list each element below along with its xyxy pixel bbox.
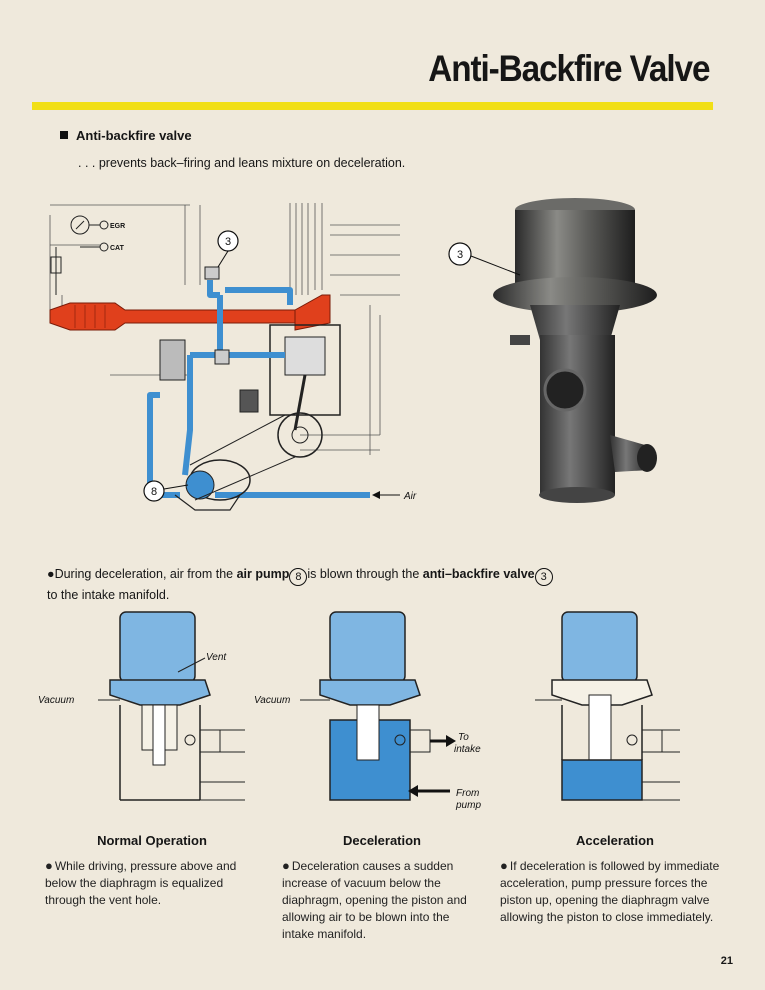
caption: ●During deceleration, air from the air p… <box>47 565 607 605</box>
desc-acceleration: ●If deceleration is followed by immediat… <box>500 858 720 924</box>
egr-label: EGR <box>110 223 125 230</box>
cat-label: CAT <box>110 245 125 252</box>
num-8-badge: 8 <box>289 568 308 586</box>
vacuum-label: Vacuum <box>38 695 74 706</box>
to-intake-label-1: To <box>458 732 469 743</box>
diagram-title-deceleration: Deceleration <box>342 833 422 848</box>
title-rule <box>32 102 713 110</box>
from-pump-label-2: pump <box>455 800 481 811</box>
callout-8: 8 <box>151 486 157 498</box>
intro-text: . . . prevents back–firing and leans mix… <box>78 156 406 170</box>
page-number: 21 <box>720 955 733 967</box>
air-label: Air <box>403 491 417 502</box>
diagram-deceleration: Vacuum To intake From pump <box>254 611 481 811</box>
photo-callout-3: 3 <box>457 249 463 261</box>
diagram-acceleration <box>535 611 680 801</box>
desc-deceleration: ●Deceleration causes a sudden increase o… <box>282 858 467 941</box>
section-heading: Anti-backfire valve <box>60 128 192 143</box>
diagram-normal-operation: Vacuum Vent <box>38 611 245 801</box>
num-3-badge: 3 <box>534 568 553 586</box>
vacuum-label-2: Vacuum <box>254 695 290 706</box>
from-pump-label-1: From <box>456 788 479 799</box>
valve-photo: 3 <box>448 198 657 503</box>
callout-3: 3 <box>225 236 231 248</box>
engine-diagram: EGR CAT 3 8 Air <box>49 203 417 511</box>
desc-normal: ●While driving, pressure above and below… <box>45 858 237 907</box>
vent-label: Vent <box>206 652 227 663</box>
page-title: Anti-Backfire Valve <box>427 48 710 89</box>
bullet-square-icon <box>60 131 68 139</box>
diagram-title-normal: Normal Operation <box>97 833 207 848</box>
to-intake-label-2: intake <box>454 744 481 755</box>
diagram-title-acceleration: Acceleration <box>575 833 655 848</box>
